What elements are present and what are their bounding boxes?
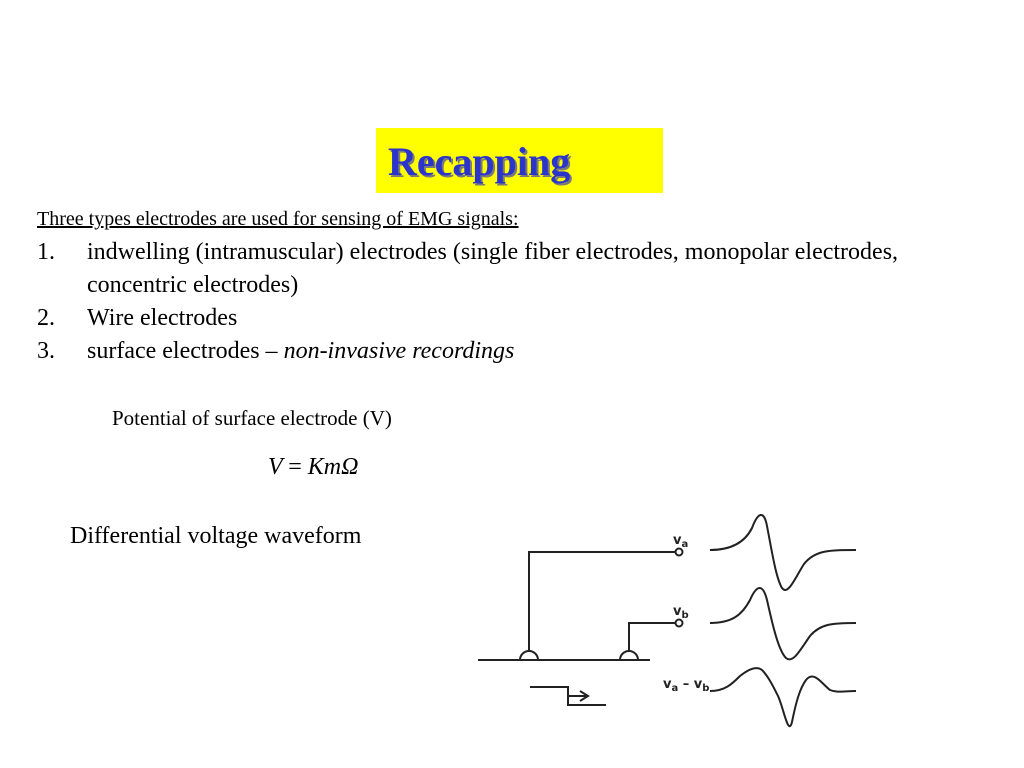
list-item: 2. Wire electrodes bbox=[37, 302, 997, 335]
waveform-diff bbox=[709, 667, 857, 727]
label-vb: vb bbox=[673, 604, 689, 621]
formula-rhs: KmΩ bbox=[307, 454, 359, 480]
electrode-waveform-diagram: va vb va – vb bbox=[478, 514, 857, 727]
differential-label: Differential voltage waveform bbox=[70, 523, 362, 549]
terminal-a bbox=[674, 547, 684, 557]
list-item: 3. surface electrodes – non-invasive rec… bbox=[37, 335, 997, 368]
potential-label: Potential of surface electrode (V) bbox=[112, 406, 392, 430]
electrode-list: 1. indwelling (intramuscular) electrodes… bbox=[37, 236, 997, 368]
electrode-a bbox=[519, 650, 539, 661]
formula: V = KmΩ bbox=[268, 454, 358, 481]
list-number: 3. bbox=[37, 338, 55, 364]
list-item-text: Wire electrodes bbox=[87, 305, 238, 331]
terminal-b bbox=[674, 618, 684, 628]
slide-title: Recapping bbox=[388, 139, 571, 184]
list-item: 1. indwelling (intramuscular) electrodes… bbox=[37, 236, 997, 302]
list-item-text: indwelling (intramuscular) electrodes (s… bbox=[87, 239, 899, 298]
waveform-b bbox=[709, 587, 857, 661]
list-number: 2. bbox=[37, 305, 55, 331]
electrode-b bbox=[619, 650, 639, 661]
waveform-a bbox=[709, 514, 857, 591]
formula-lhs: V bbox=[268, 454, 283, 480]
title-box: Recapping bbox=[376, 128, 663, 193]
wire-b bbox=[628, 622, 675, 652]
label-va: va bbox=[673, 533, 688, 550]
label-vdiff: va – vb bbox=[663, 677, 709, 694]
list-item-text: surface electrodes – bbox=[87, 338, 284, 364]
intro-text: Three types electrodes are used for sens… bbox=[37, 208, 519, 230]
arrow-head bbox=[579, 690, 590, 702]
list-item-italic: non-invasive recordings bbox=[283, 338, 515, 364]
formula-eq: = bbox=[288, 454, 302, 480]
list-number: 1. bbox=[37, 239, 55, 265]
wire-a bbox=[528, 551, 675, 652]
